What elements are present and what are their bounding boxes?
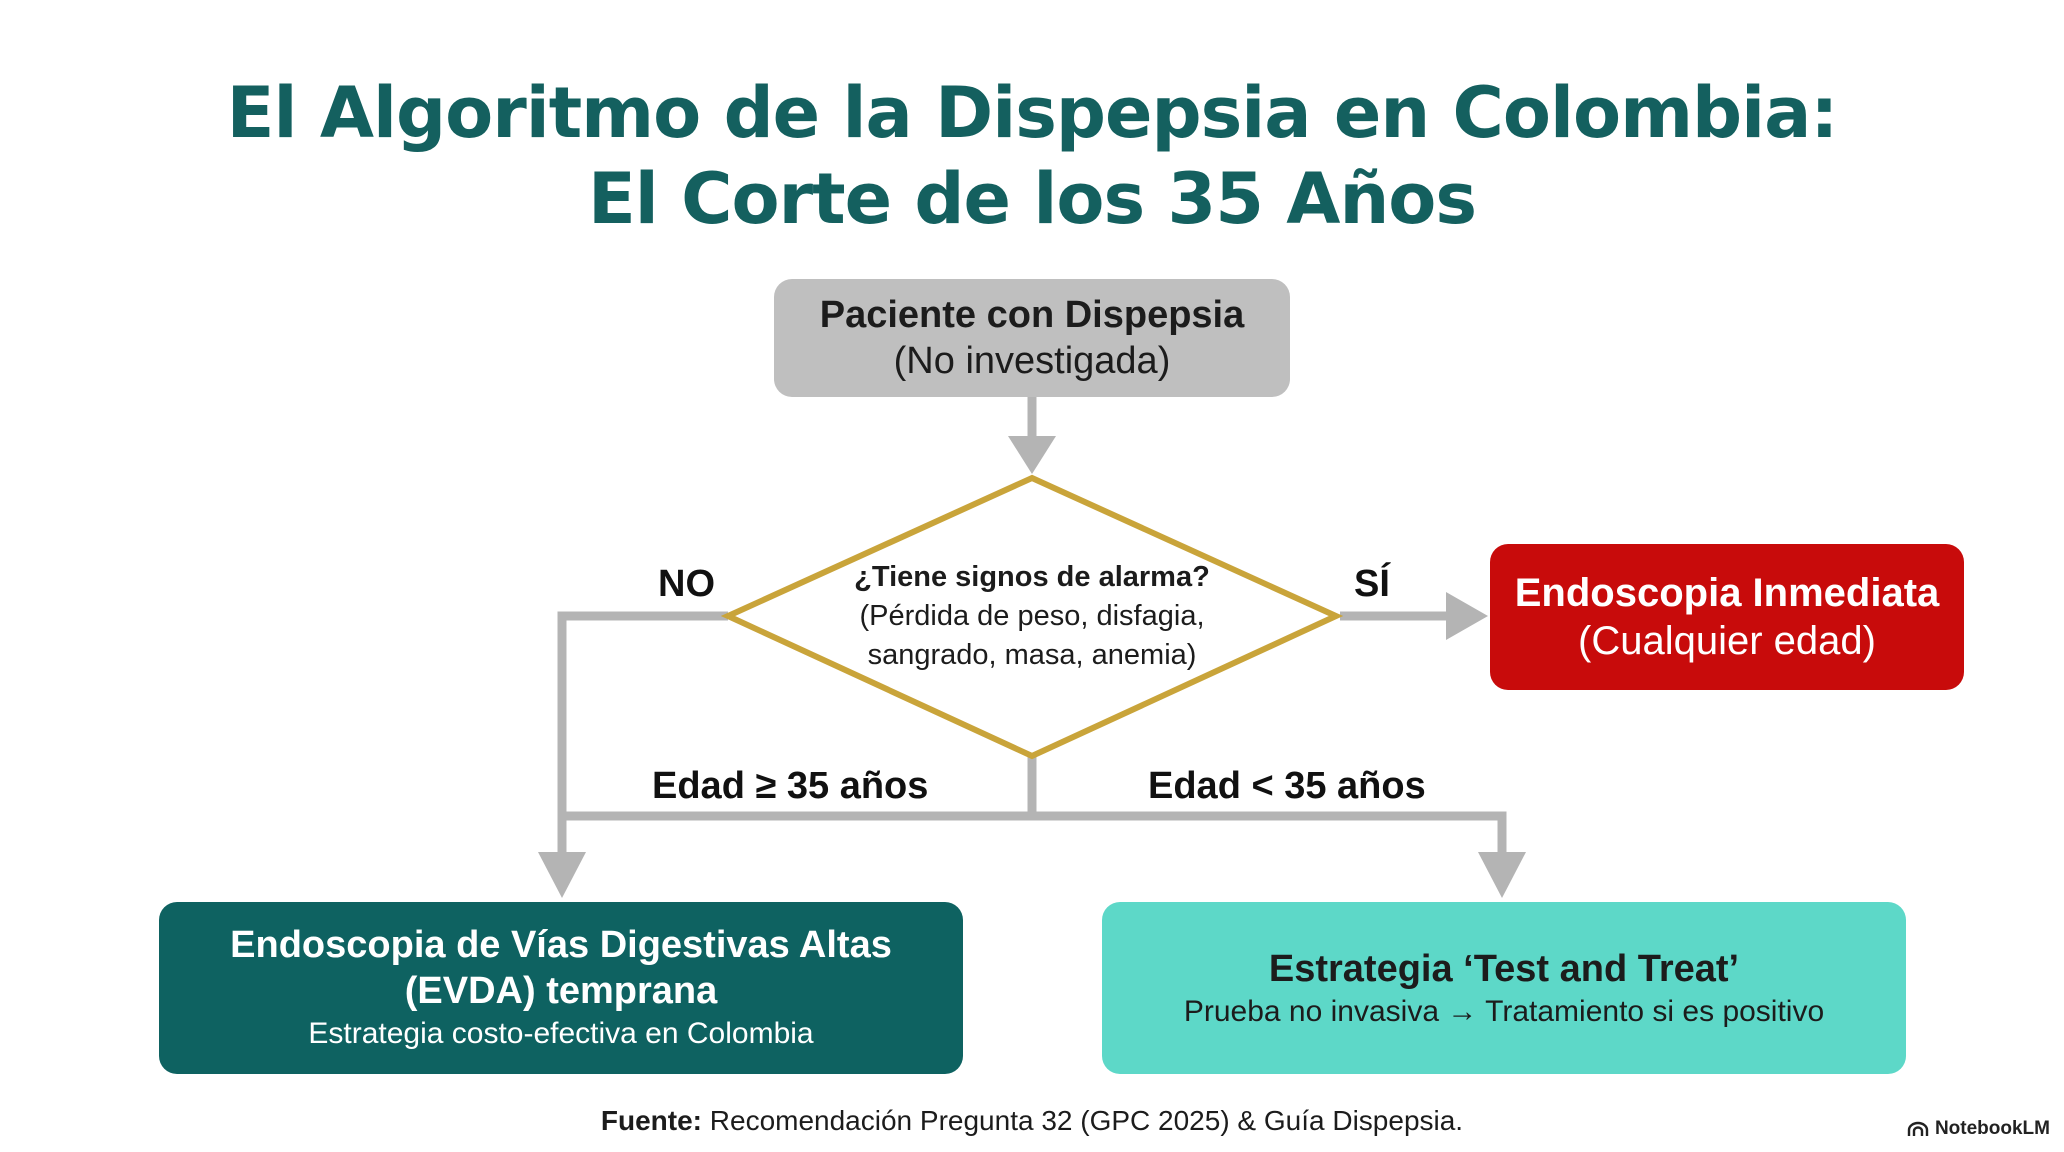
immediate-box-title: Endoscopia Inmediata bbox=[1514, 571, 1940, 615]
branch-label-no: NO bbox=[658, 563, 715, 605]
evda-box-title-1: Endoscopia de Vías Digestivas Altas bbox=[230, 924, 892, 966]
notebooklm-logo-icon bbox=[1907, 1121, 1929, 1136]
test-and-treat-box: Estrategia ‘Test and Treat’ Prueba no in… bbox=[1102, 902, 1906, 1074]
evda-box-title-2: (EVDA) temprana bbox=[404, 970, 718, 1012]
connector-no-branch bbox=[557, 611, 728, 856]
brand-name: NotebookLM bbox=[1934, 1118, 2050, 1139]
decision-question: ¿Tiene signos de alarma? bbox=[854, 561, 1210, 593]
arrowhead-to-decision bbox=[1008, 436, 1056, 474]
decision-diamond bbox=[720, 474, 1344, 760]
source-citation: Fuente: Recomendación Pregunta 32 (GPC 2… bbox=[0, 1103, 2064, 1139]
page-title: El Algoritmo de la Dispepsia en Colombia… bbox=[0, 70, 2064, 242]
evda-box: Endoscopia de Vías Digestivas Altas (EVD… bbox=[159, 902, 963, 1074]
decision-detail-1: (Pérdida de peso, disfagia, bbox=[859, 600, 1205, 632]
brand-notebooklm: NotebookLM bbox=[1907, 1117, 2050, 1141]
source-label: Fuente: bbox=[600, 1105, 702, 1136]
immediate-endoscopy-box: Endoscopia Inmediata (Cualquier edad) bbox=[1490, 544, 1964, 690]
decision-detail-2: sangrado, masa, anemia) bbox=[867, 639, 1197, 671]
decision-alarm-signs: ¿Tiene signos de alarma? (Pérdida de pes… bbox=[780, 558, 1284, 675]
connector-age-split bbox=[562, 811, 1507, 856]
test-treat-box-subtitle: Prueba no invasiva → Tratamiento si es p… bbox=[1183, 995, 1825, 1028]
start-box-patient: Paciente con Dispepsia (No investigada) bbox=[774, 279, 1290, 397]
evda-box-subtitle: Estrategia costo-efectiva en Colombia bbox=[308, 1017, 814, 1050]
branch-label-age-lt-35: Edad < 35 años bbox=[1148, 765, 1426, 807]
immediate-box-subtitle: (Cualquier edad) bbox=[1578, 619, 1876, 663]
branch-label-age-ge-35: Edad ≥ 35 años bbox=[652, 765, 929, 807]
source-text: Recomendación Pregunta 32 (GPC 2025) & G… bbox=[702, 1105, 1464, 1136]
start-box-subtitle: (No investigada) bbox=[893, 340, 1171, 382]
test-treat-box-title: Estrategia ‘Test and Treat’ bbox=[1268, 948, 1740, 990]
start-box-title: Paciente con Dispepsia bbox=[819, 294, 1245, 336]
branch-label-yes: SÍ bbox=[1354, 563, 1390, 605]
title-line-2: El Corte de los 35 Años bbox=[587, 158, 1477, 240]
arrowhead-to-test-treat bbox=[1478, 852, 1526, 898]
arrowhead-to-immediate bbox=[1446, 592, 1488, 640]
arrowhead-to-evda bbox=[538, 852, 586, 898]
title-line-1: El Algoritmo de la Dispepsia en Colombia… bbox=[226, 72, 1839, 154]
